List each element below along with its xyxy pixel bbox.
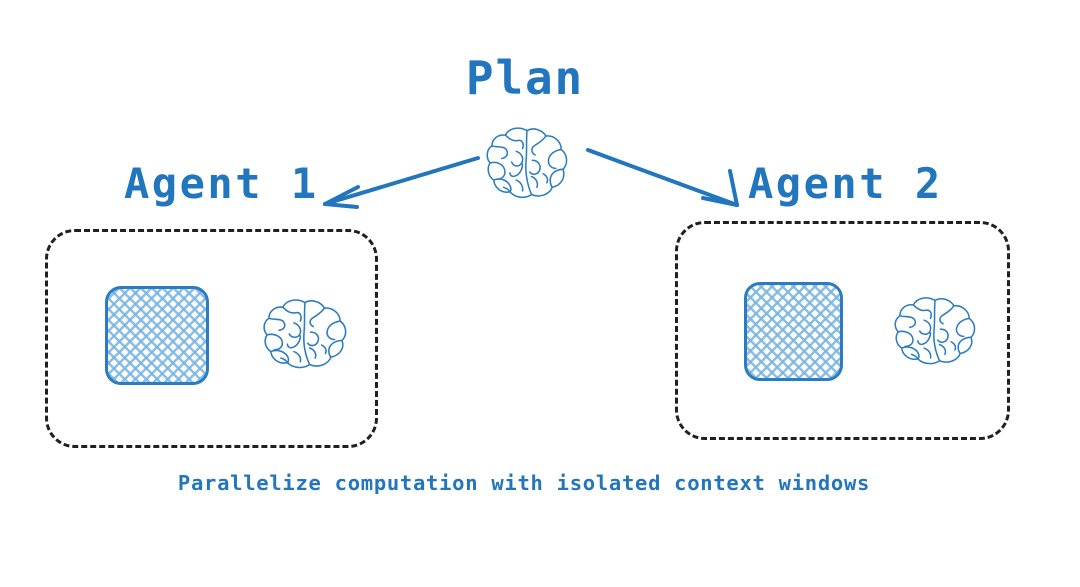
context-window-icon (105, 286, 209, 385)
agent1-boundary (45, 229, 378, 448)
agent2-title: Agent 2 (748, 159, 943, 208)
brain-icon (255, 297, 355, 371)
brain-icon (482, 124, 572, 202)
diagram-caption: Parallelize computation with isolated co… (177, 471, 871, 495)
agent1-title: Agent 1 (124, 159, 319, 208)
agent2-boundary (675, 221, 1010, 440)
plan-title: Plan (465, 51, 585, 105)
brain-icon (886, 295, 984, 367)
context-window-icon (744, 282, 843, 381)
